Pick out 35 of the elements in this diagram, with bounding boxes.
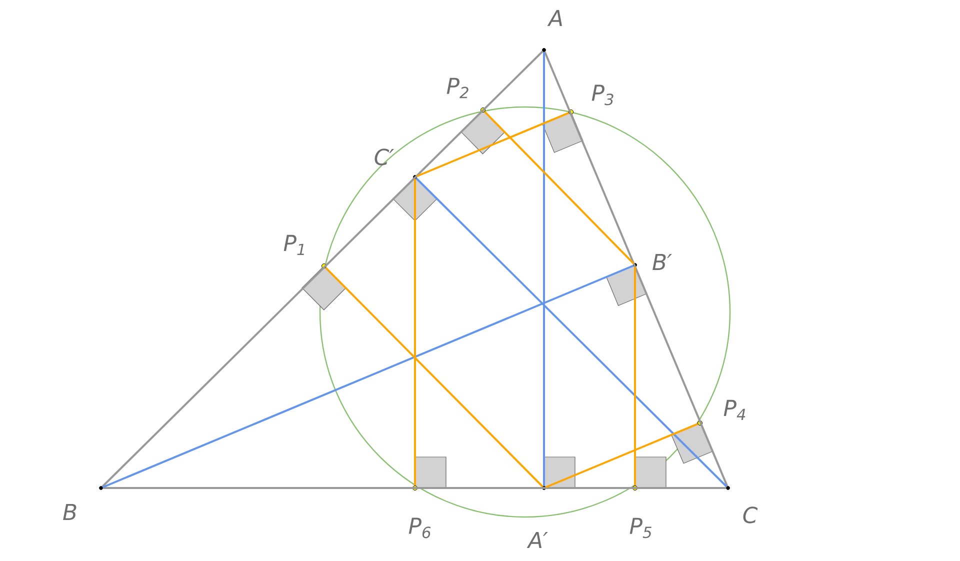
- line-segment: [545, 423, 698, 488]
- line-segment: [102, 487, 726, 489]
- point-label: P$_{5}$: [630, 518, 652, 538]
- line-segment: [543, 52, 545, 486]
- point: [726, 486, 730, 490]
- point: [322, 263, 327, 268]
- point-label: P$_{2}$: [446, 78, 468, 98]
- point: [480, 107, 486, 112]
- line-segment: [416, 178, 728, 488]
- point: [542, 486, 546, 490]
- line-segment: [102, 50, 544, 488]
- point: [633, 263, 637, 267]
- point: [568, 109, 574, 114]
- point: [632, 485, 638, 490]
- point-label: B: [63, 504, 76, 520]
- point-label: P$_{3}$: [592, 84, 614, 106]
- line-segment: [416, 112, 570, 178]
- point-label: P$_{1}$: [284, 234, 304, 256]
- point-label: P$_{6}$: [408, 518, 431, 538]
- line-segment: [484, 111, 634, 264]
- point-label: A′: [526, 532, 548, 548]
- point-label: A: [547, 10, 562, 26]
- line-segment: [325, 267, 544, 488]
- point-label: B′: [652, 254, 672, 270]
- line-segment: [634, 266, 636, 486]
- point: [542, 48, 546, 52]
- point: [412, 485, 418, 490]
- point-label: P$_{4}$: [724, 400, 746, 420]
- line-segment: [414, 178, 416, 486]
- point: [99, 486, 103, 490]
- point: [413, 175, 417, 179]
- point: [698, 420, 703, 426]
- line-segment: [544, 51, 728, 487]
- line-segment: [102, 264, 634, 488]
- point-label: C: [743, 506, 758, 524]
